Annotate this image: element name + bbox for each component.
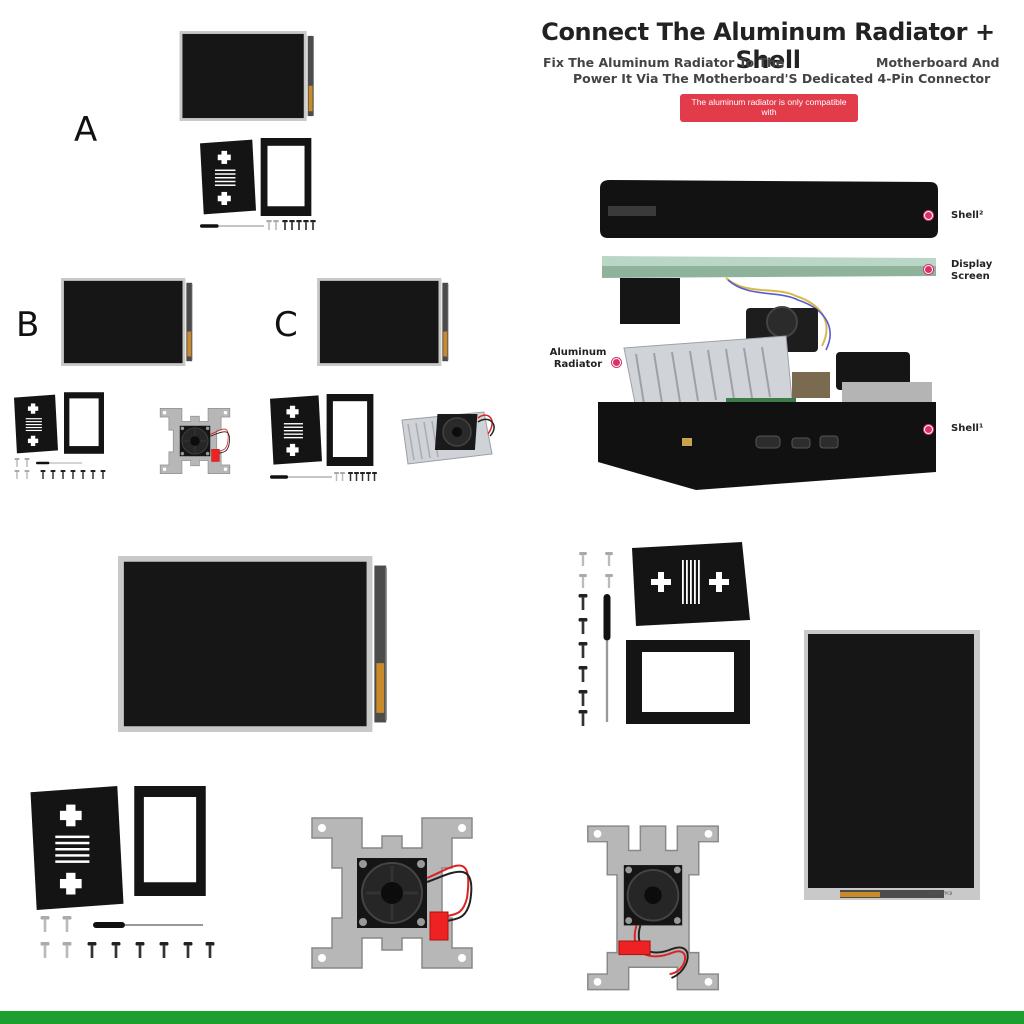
kit-case-bottom	[30, 786, 124, 910]
display-pointer	[924, 265, 933, 274]
kit-case-frame	[128, 786, 212, 896]
kit2-case-frame	[626, 640, 750, 724]
option-a-screws	[266, 220, 318, 232]
option-a-case-bottom	[200, 138, 256, 216]
kit-large-screen	[118, 556, 392, 732]
label-display-line1: Display	[951, 259, 993, 270]
option-a-screen	[178, 31, 318, 121]
option-c-case-frame	[326, 394, 374, 466]
kit2-screen-portrait	[804, 630, 980, 900]
label-display-screen: Display Screen	[951, 259, 992, 283]
kit-screws	[40, 916, 220, 962]
option-c-case-bottom	[270, 394, 322, 466]
option-a-screwdriver	[200, 222, 264, 230]
radiator-pointer	[612, 358, 621, 367]
bottom-accent-bar	[0, 1011, 1024, 1024]
diagram-subtitle-line1-right: Motherboard And	[876, 55, 1000, 70]
top-shell-graphic	[600, 180, 938, 238]
display-graphic	[602, 256, 936, 324]
screen-pcb-marking: H3GDBR7PCB	[928, 891, 953, 896]
option-c-heatsink	[396, 406, 496, 468]
compatibility-note: The aluminum radiator is only compatible…	[680, 94, 858, 122]
kit-fan-bracket	[300, 808, 484, 978]
option-a-case-frame	[260, 138, 312, 216]
label-shell-bottom: Shell¹	[951, 423, 984, 434]
option-b-label: B	[16, 305, 40, 345]
option-b-screws	[14, 458, 110, 482]
kit2-case-bottom	[632, 542, 750, 626]
diagram-subtitle-line1-left: Fix The Aluminum Radiator To The	[543, 55, 785, 70]
label-aluminum-radiator: Aluminum Radiator	[545, 347, 611, 371]
exploded-view	[596, 176, 942, 496]
label-display-line2: Screen	[951, 271, 990, 282]
option-b-fan-bracket	[148, 404, 242, 478]
diagram-subtitle-line2: Power It Via The Motherboard'S Dedicated…	[573, 71, 991, 86]
shell-bottom-pointer	[924, 425, 933, 434]
option-b-case-bottom	[14, 394, 58, 454]
bottom-shell-graphic	[598, 402, 936, 490]
option-c-screws	[334, 472, 378, 482]
option-b-case-frame	[64, 392, 104, 454]
shell-top-pointer	[924, 211, 933, 220]
option-b-screen	[58, 278, 198, 366]
label-radiator-line1: Aluminum	[549, 347, 607, 358]
option-c-screwdriver	[270, 474, 332, 480]
kit2-screwdriver	[600, 594, 614, 722]
radiator-graphic	[623, 335, 793, 409]
compatibility-note-line2: with	[761, 107, 777, 117]
kit2-fan-bracket	[580, 806, 726, 1002]
label-radiator-line2: Radiator	[553, 359, 603, 370]
option-c-screen	[314, 278, 454, 366]
label-shell-top: Shell²	[951, 210, 984, 221]
option-c-label: C	[274, 305, 298, 345]
option-a-label: A	[74, 110, 98, 150]
compatibility-note-line1: The aluminum radiator is only compatible	[691, 97, 847, 107]
diagram-title: Connect The Aluminum Radiator + Shell	[541, 18, 995, 74]
